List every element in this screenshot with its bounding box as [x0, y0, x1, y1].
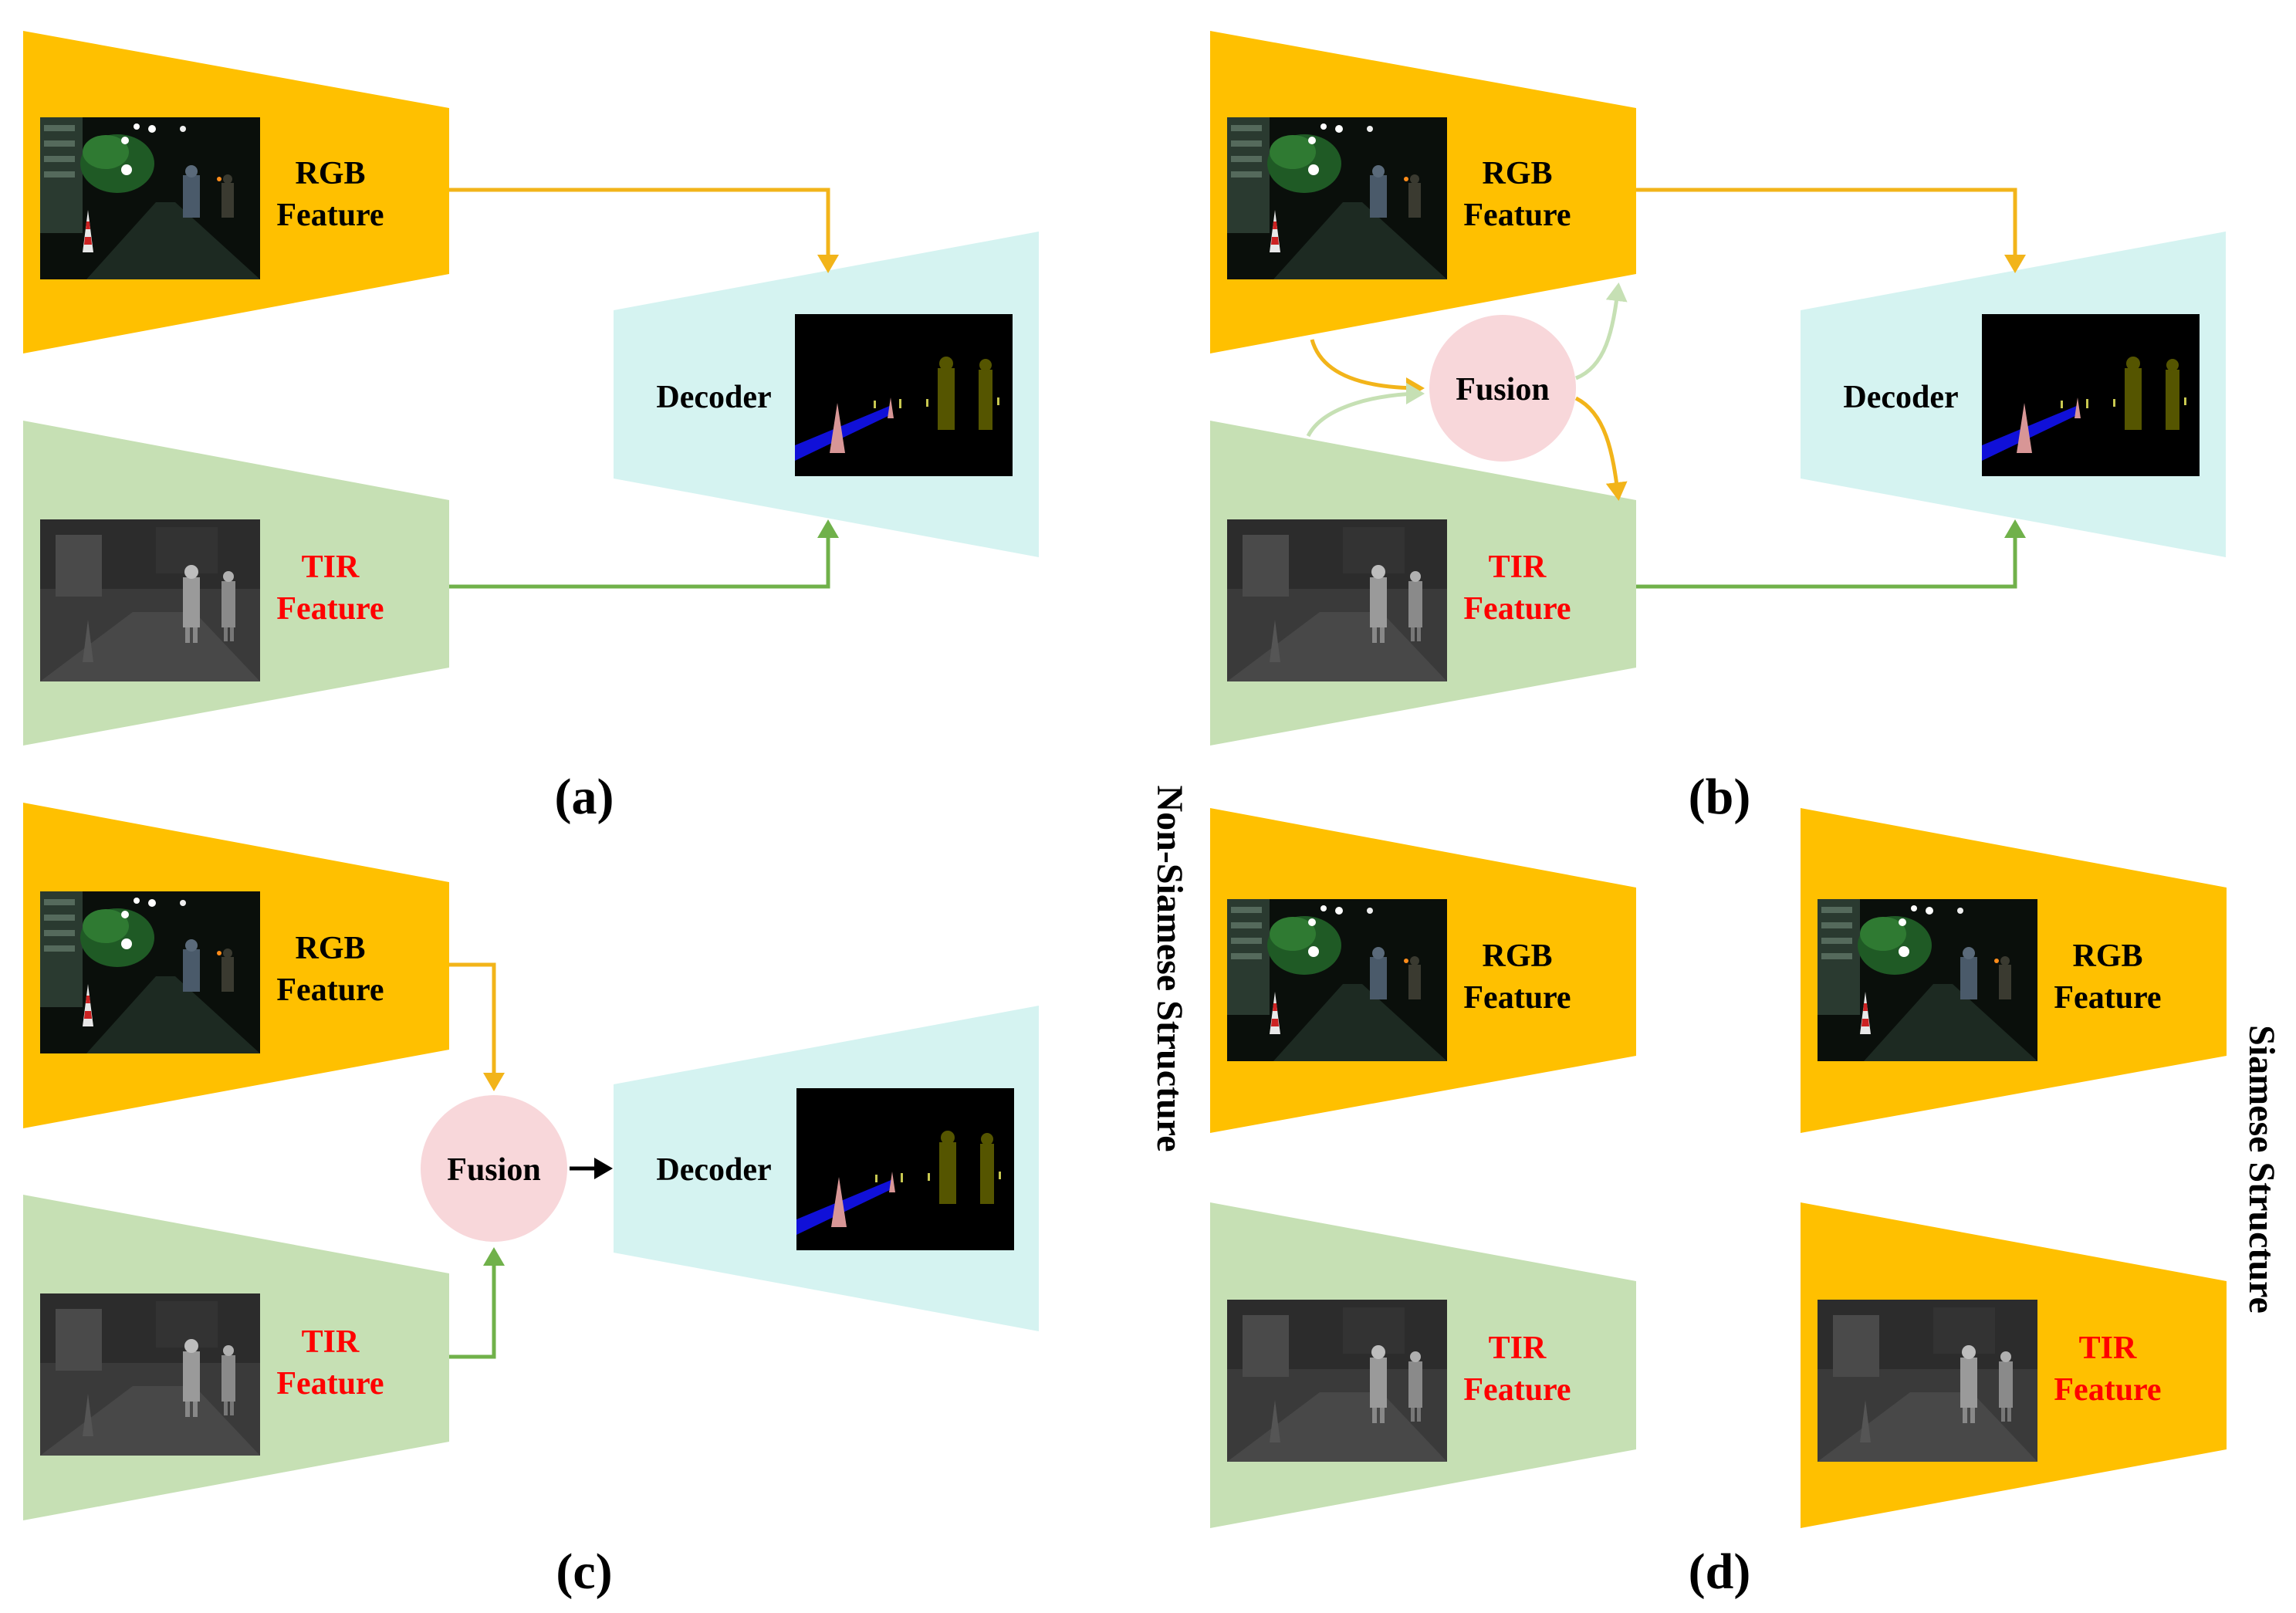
panel-c: RGB Feature TIR Feature Fusion Decoder (…: [23, 803, 1039, 1600]
tir-label-a: TIR: [302, 550, 360, 585]
tir-image-a: [40, 519, 260, 681]
tir-label-d2: TIR: [2079, 1331, 2137, 1366]
fusion-label-b: Fusion: [1456, 372, 1549, 407]
feature-label-b-tir: Feature: [1463, 591, 1571, 627]
panel-label-c: (c): [556, 1544, 612, 1600]
siamese-label: Siamese Structure: [2241, 1025, 2282, 1314]
feature-label-d1-rgb: Feature: [1463, 980, 1571, 1016]
feature-label-a-tir: Feature: [276, 591, 384, 627]
panel-label-d: (d): [1689, 1544, 1751, 1600]
tir-image-d2: [1818, 1300, 2037, 1462]
tir-label-b: TIR: [1489, 550, 1547, 585]
tir-label-c: TIR: [302, 1324, 360, 1360]
rgb-image-c: [40, 891, 260, 1053]
fusion-node-b: [1429, 315, 1576, 462]
panel-b: RGB Feature TIR Feature Decoder Fusion (…: [1210, 31, 2226, 825]
decoder-label-b: Decoder: [1843, 380, 1958, 415]
feature-label-a-rgb: Feature: [276, 198, 384, 233]
tir-to-fusion-arrow: [1306, 383, 1425, 438]
rgb-arrow-c: [449, 962, 505, 1091]
tir-arrow-b: [1636, 519, 2026, 589]
seg-image-a: [795, 314, 1013, 476]
tir-arrow-a: [449, 519, 839, 589]
fusion-to-rgb-arrow: [1575, 282, 1628, 380]
seg-image-c: [796, 1088, 1014, 1250]
rgb-label-d1: RGB: [1482, 938, 1552, 974]
feature-label-b-rgb: Feature: [1463, 198, 1571, 233]
rgb-label-a: RGB: [295, 156, 365, 191]
panel-label-a: (a): [555, 769, 614, 825]
fusion-label-c: Fusion: [447, 1152, 540, 1188]
tir-image-d1: [1227, 1300, 1447, 1462]
fusion-to-tir-arrow: [1574, 396, 1628, 501]
tir-arrow-c: [449, 1247, 505, 1359]
rgb-image-b: [1227, 117, 1447, 279]
tir-image-c: [40, 1293, 260, 1456]
rgb-image-a: [40, 117, 260, 279]
tir-image-b: [1227, 519, 1447, 681]
tir-label-d1: TIR: [1489, 1331, 1547, 1366]
fusion-node-c: [421, 1095, 567, 1242]
rgb-to-fusion-arrow: [1310, 339, 1425, 399]
panel-label-b: (b): [1689, 769, 1751, 825]
rgb-label-b: RGB: [1482, 156, 1552, 191]
feature-label-c-tir: Feature: [276, 1366, 384, 1402]
feature-label-c-rgb: Feature: [276, 972, 384, 1008]
feature-label-d2-tir: Feature: [2054, 1372, 2161, 1408]
rgb-image-d2: [1818, 899, 2037, 1061]
feature-label-d2-rgb: Feature: [2054, 980, 2161, 1016]
decoder-label-a: Decoder: [656, 380, 771, 415]
non-siamese-label: Non-Siamese Structure: [1149, 785, 1190, 1151]
rgb-image-d1: [1227, 899, 1447, 1061]
feature-label-d1-tir: Feature: [1463, 1372, 1571, 1408]
decoder-label-c: Decoder: [656, 1152, 771, 1188]
seg-image-b: [1982, 314, 2200, 476]
rgb-label-c: RGB: [295, 931, 365, 966]
rgb-arrow-b: [1636, 188, 2026, 273]
panel-a: RGB Feature TIR Feature Decoder (a): [23, 31, 1039, 825]
rgb-label-d2: RGB: [2072, 938, 2142, 974]
rgb-arrow-a: [449, 188, 839, 273]
panel-d: RGB Feature TIR Feature Non-Siamese Stru…: [1149, 785, 2282, 1600]
